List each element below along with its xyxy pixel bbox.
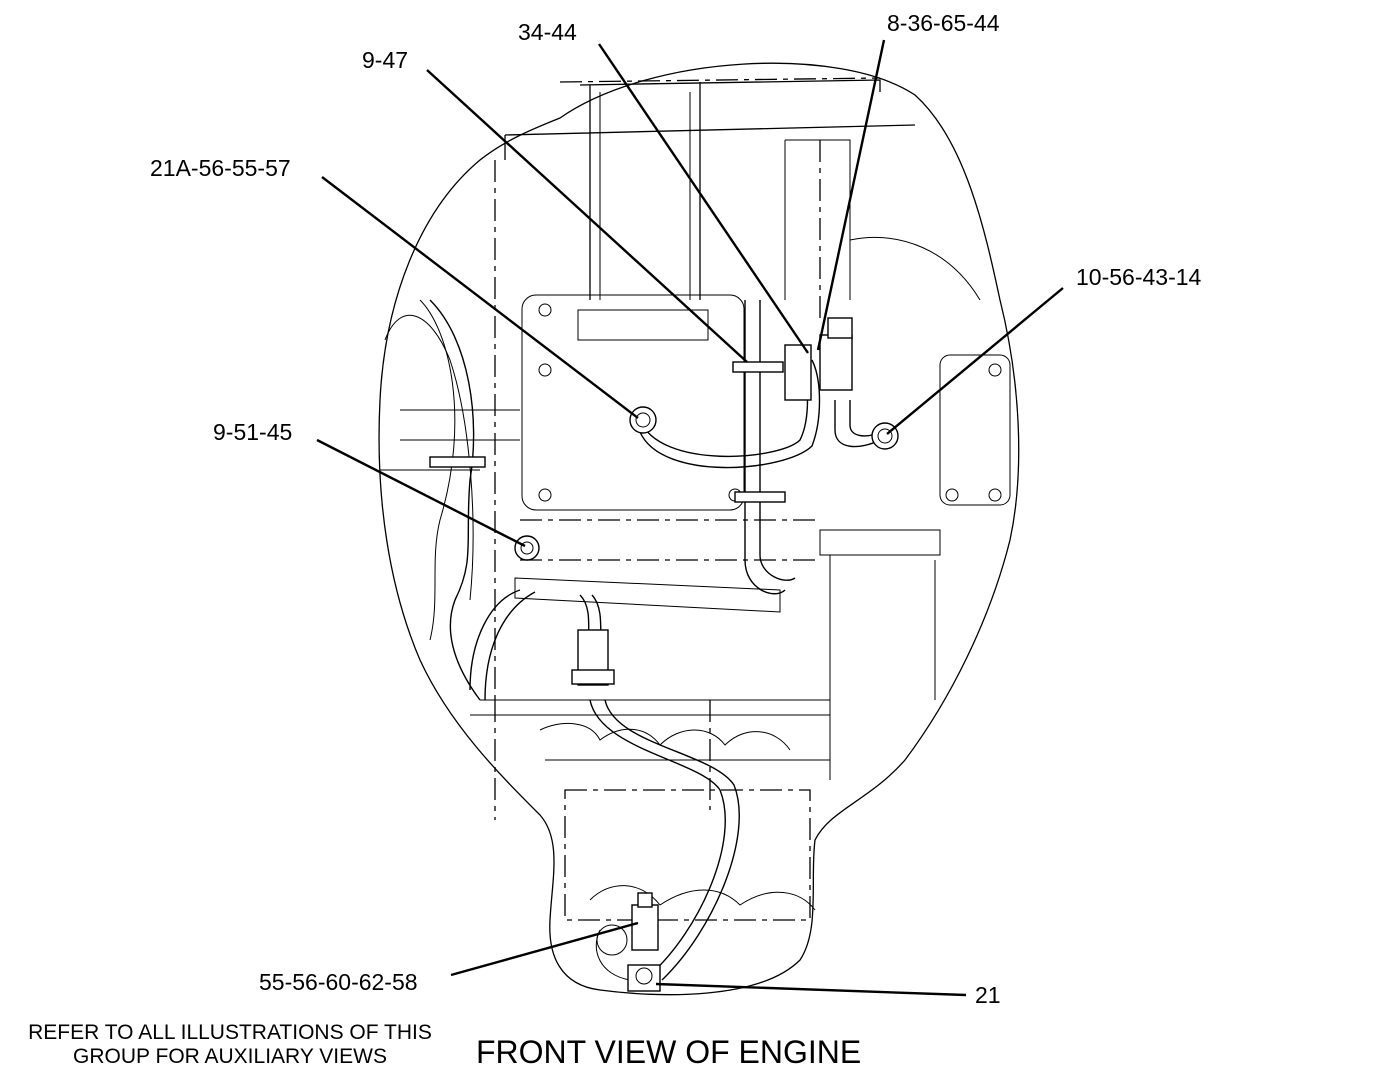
top-block bbox=[599, 92, 851, 300]
valve-55-top bbox=[637, 892, 653, 908]
bolt bbox=[988, 488, 1002, 502]
note-line-1: REFER TO ALL ILLUSTRATIONS OF THIS bbox=[28, 1021, 432, 1044]
leader-21 bbox=[655, 982, 967, 997]
engine-illustration bbox=[378, 62, 1020, 996]
callout-21: 21 bbox=[975, 982, 1001, 1008]
bolt bbox=[538, 303, 552, 317]
top-dashed-rail bbox=[494, 77, 881, 700]
leader-21a-56-55-57 bbox=[321, 176, 639, 419]
hose-vertical-left bbox=[744, 300, 786, 595]
engine-outline bbox=[378, 62, 1020, 996]
hose-lower-left bbox=[469, 589, 536, 701]
oil-pan-lower bbox=[589, 885, 816, 981]
connector-34-44 bbox=[784, 344, 812, 401]
hose-upper bbox=[639, 359, 809, 458]
clip-left bbox=[429, 456, 486, 468]
clip-lower bbox=[734, 491, 786, 503]
bolt bbox=[538, 363, 552, 377]
leader-8-36-65-44 bbox=[816, 39, 886, 351]
sensor-lower-body bbox=[571, 669, 615, 685]
leader-lines bbox=[316, 39, 1064, 997]
hose-left-loop bbox=[429, 299, 481, 701]
bolt bbox=[538, 488, 552, 502]
plate-boss bbox=[577, 309, 709, 341]
leader-9-47 bbox=[426, 69, 748, 363]
left-rail bbox=[380, 314, 520, 601]
elbow-21-inner bbox=[635, 967, 653, 985]
lower-dashed bbox=[494, 519, 820, 820]
bolt bbox=[988, 363, 1002, 377]
callout-10-56-43-14: 10-56-43-14 bbox=[1076, 264, 1202, 290]
fittings bbox=[429, 317, 899, 992]
elbow-21 bbox=[627, 964, 661, 992]
callout-8-36-65-44: 8-36-65-44 bbox=[887, 10, 1000, 36]
hoses bbox=[429, 299, 881, 981]
clip-9-47 bbox=[732, 361, 784, 373]
central-plate bbox=[521, 294, 745, 511]
hose-upper-inner bbox=[639, 359, 821, 469]
note-line-2: GROUP FOR AUXILIARY VIEWS bbox=[73, 1045, 387, 1068]
connector-8-36 bbox=[819, 334, 853, 391]
elbow-fitting-inner bbox=[877, 428, 893, 444]
fitting-inner bbox=[520, 541, 534, 555]
oil-pan-dashed bbox=[564, 789, 811, 921]
left-curve bbox=[419, 299, 456, 641]
callout-34-44: 34-44 bbox=[518, 19, 577, 45]
callout-9-51-45: 9-51-45 bbox=[213, 419, 292, 445]
callout-9-47: 9-47 bbox=[362, 47, 408, 73]
right-block bbox=[939, 354, 1011, 506]
hose-right-elbow bbox=[834, 400, 881, 448]
leader-9-51-45 bbox=[316, 438, 526, 548]
top-frame bbox=[504, 79, 916, 300]
leader-34-44 bbox=[598, 43, 809, 354]
leader-10-56-43-14 bbox=[886, 287, 1064, 435]
elbow-fitting-21a bbox=[629, 406, 657, 434]
valve-55 bbox=[631, 904, 659, 951]
right-struct bbox=[819, 237, 981, 780]
view-title: FRONT VIEW OF ENGINE bbox=[476, 1034, 862, 1070]
callout-21a-56-55-57: 21A-56-55-57 bbox=[150, 155, 291, 181]
bolt bbox=[945, 488, 959, 502]
drain-plug bbox=[596, 924, 628, 956]
connector-top-right bbox=[827, 317, 853, 339]
elbow-fitting-inner bbox=[635, 412, 651, 428]
callout-55-56-60-62-58: 55-56-60-62-58 bbox=[259, 969, 418, 995]
hose-drain-line bbox=[589, 699, 726, 976]
callout-labels: 9-47 34-44 8-36-65-44 21A-56-55-57 10-56… bbox=[150, 10, 1202, 1008]
hose-vertical-right bbox=[759, 300, 796, 581]
auxiliary-views-note: REFER TO ALL ILLUSTRATIONS OF THIS GROUP… bbox=[4, 1021, 456, 1069]
hose-drain-line-inner bbox=[604, 699, 740, 981]
fitting-9-51-45 bbox=[514, 535, 540, 561]
leader-55-56-60-62-58 bbox=[450, 921, 639, 977]
